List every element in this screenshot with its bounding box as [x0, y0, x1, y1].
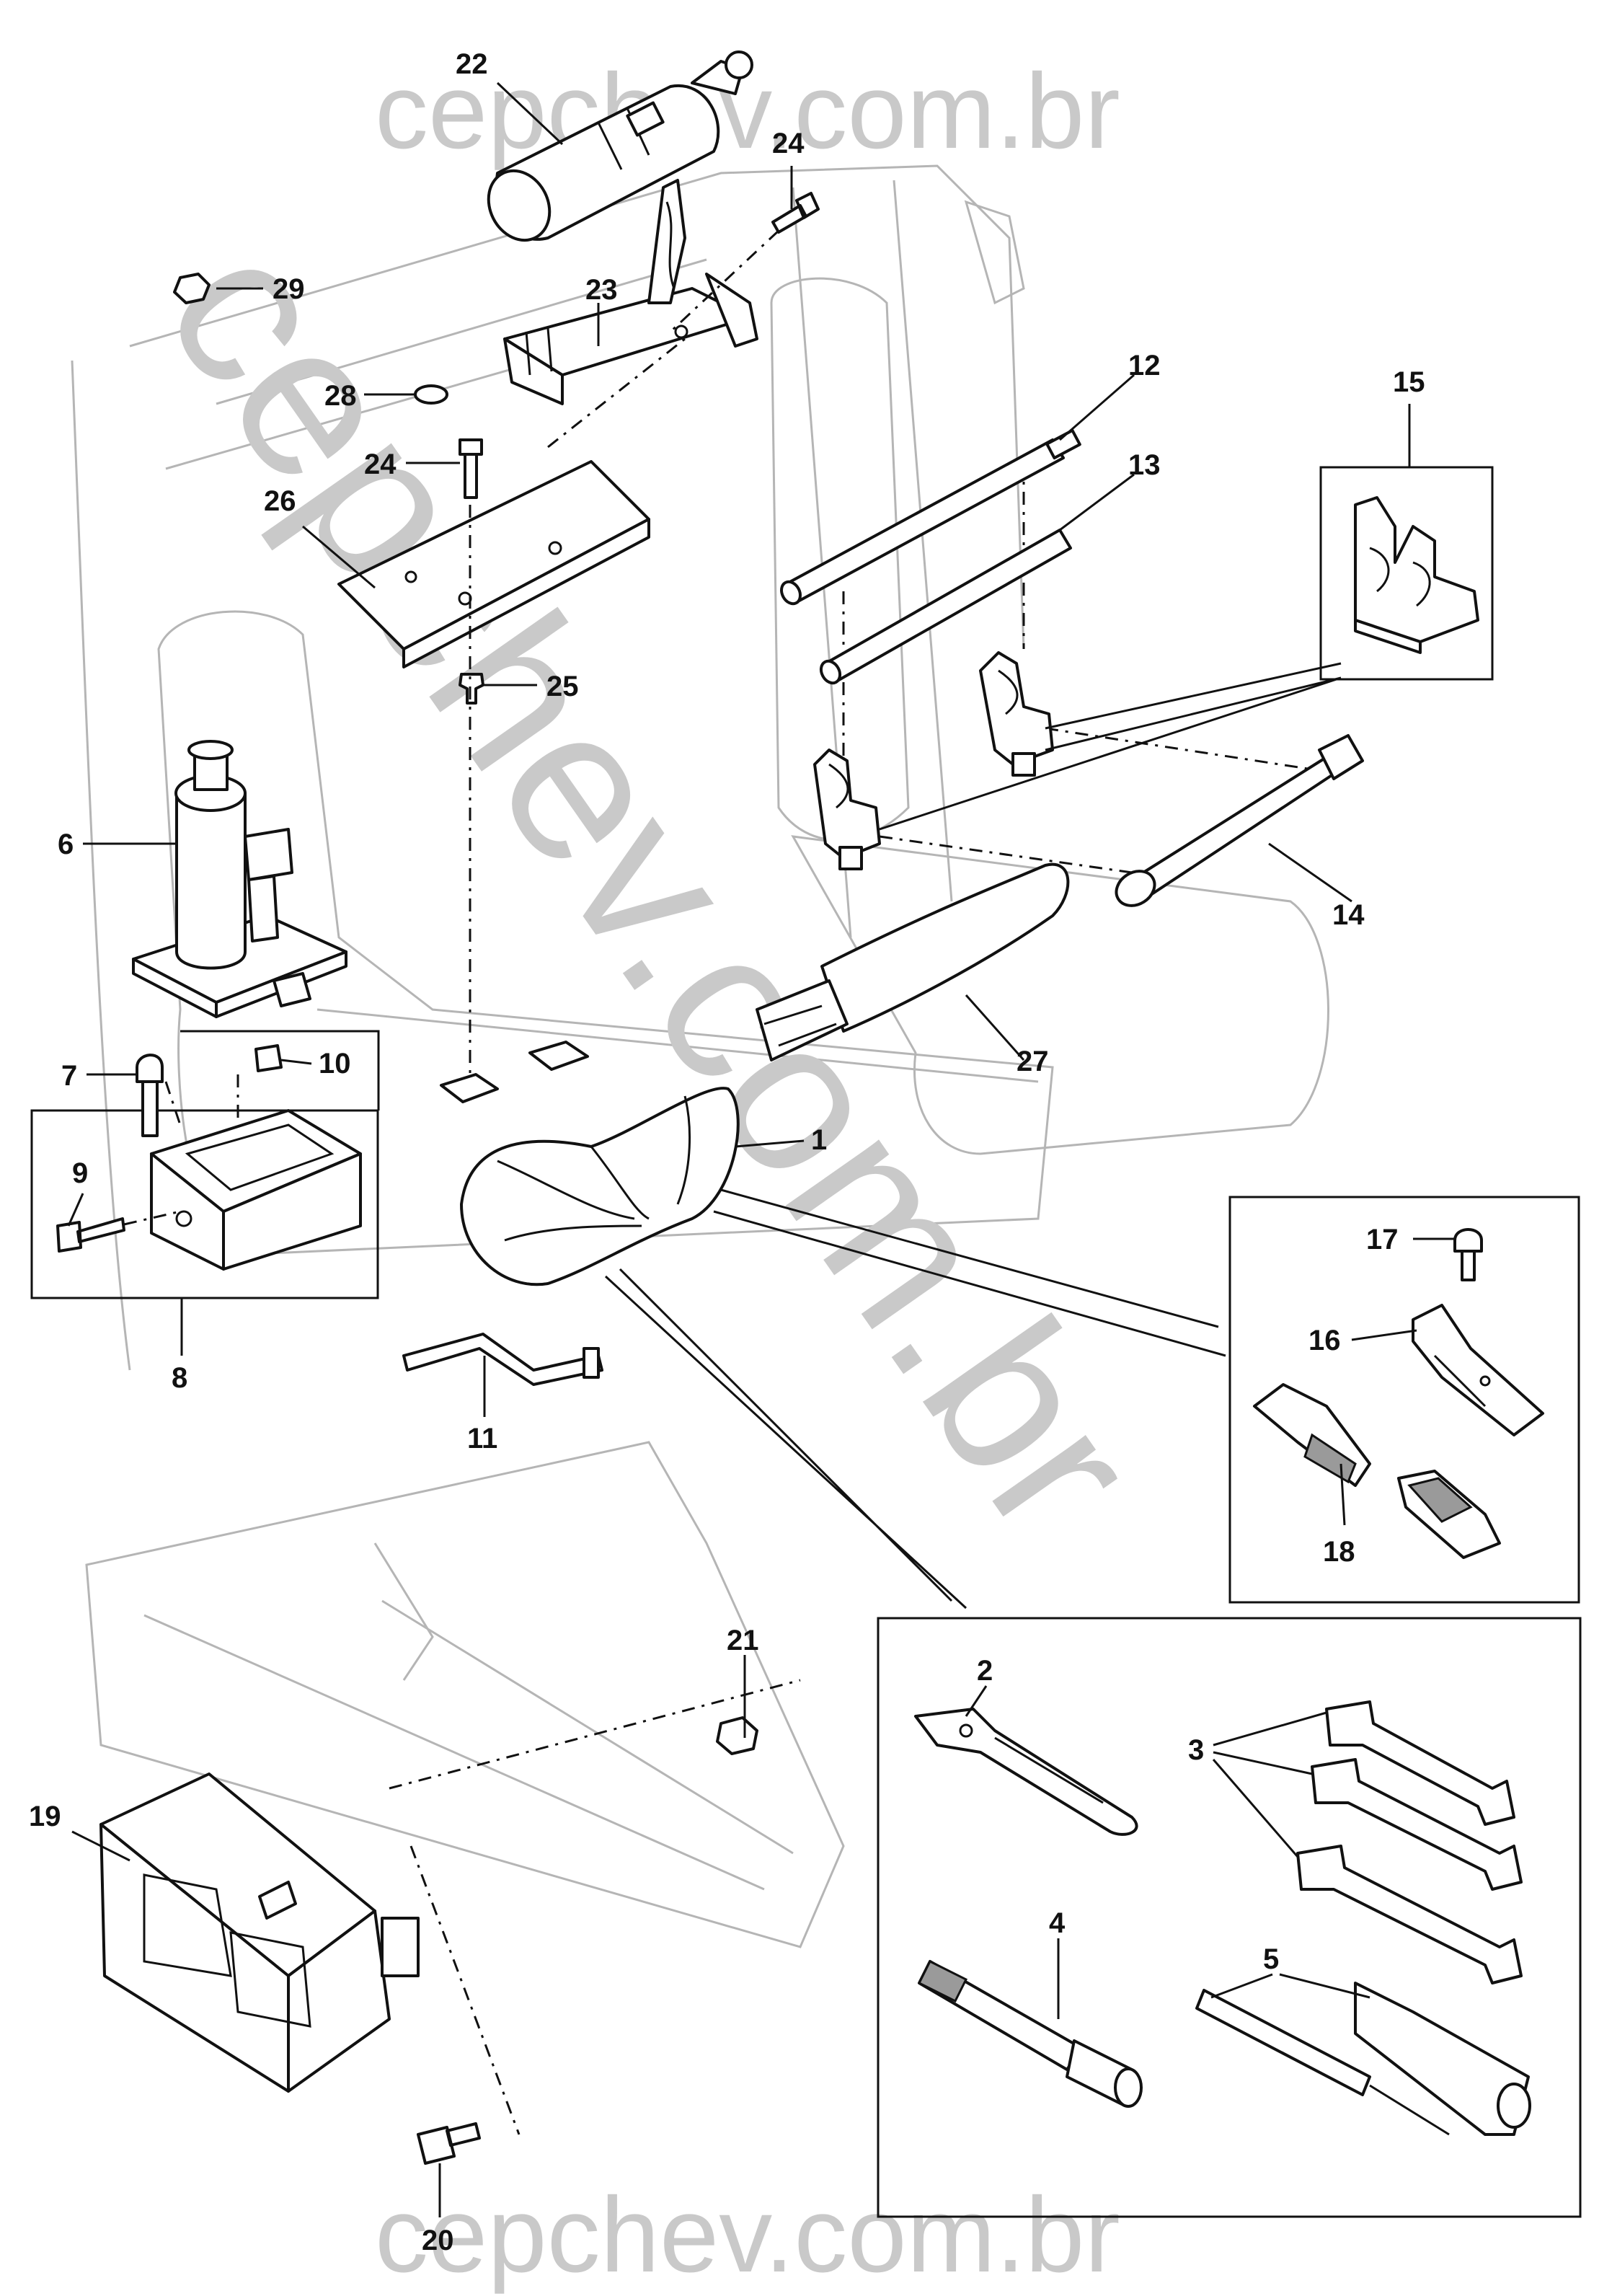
- callout-17: 17: [1366, 1224, 1399, 1255]
- pliers-part: [914, 1708, 1138, 1836]
- callout-4: 4: [1049, 1907, 1066, 1939]
- callout-6: 6: [58, 829, 74, 860]
- bolt-17: [1453, 1228, 1483, 1281]
- callout-1: 1: [811, 1124, 827, 1156]
- callout-24-left: 24: [364, 449, 397, 480]
- callout-25: 25: [546, 671, 579, 702]
- callout-labels: 22 24 29 23 28 24 26 25 12 13 15 14 27 1…: [29, 48, 1425, 2256]
- group-box-15: [1319, 466, 1494, 681]
- nut-29: [173, 273, 211, 304]
- callout-10: 10: [319, 1048, 351, 1079]
- callout-19: 19: [29, 1801, 61, 1832]
- bolt-7: [136, 1054, 164, 1137]
- group-box-8-upper: [180, 1030, 380, 1111]
- rod-13-part: [819, 529, 1072, 685]
- callout-2: 2: [977, 1655, 993, 1687]
- rod-12-part: [780, 428, 1081, 606]
- assembly-line-clip-right: [1045, 727, 1327, 773]
- nut-21: [716, 1716, 758, 1755]
- callout-16: 16: [1308, 1325, 1341, 1356]
- watermark-bottom: cepchev.com.br: [375, 2176, 1120, 2295]
- callout-7: 7: [61, 1060, 77, 1092]
- spanner-2-part: [1311, 1758, 1523, 1891]
- callout-28: 28: [324, 380, 357, 412]
- clip-10: [254, 1044, 283, 1072]
- callout-3: 3: [1188, 1734, 1204, 1766]
- mounting-plate-part: [337, 460, 650, 668]
- screwdriver-part: [1195, 1982, 1531, 2136]
- bolt-24-upper: [771, 192, 820, 234]
- detail-lines-tools: [604, 1268, 967, 1610]
- floor-pad-right: [528, 1041, 589, 1071]
- strap-bracket-part: [1412, 1304, 1544, 1436]
- wing-bolt-9: [56, 1217, 125, 1253]
- callout-23: 23: [585, 274, 618, 306]
- assembly-line-holder: [164, 1074, 239, 1126]
- detail-lines-16: [713, 1188, 1226, 1357]
- rod-clip-enlarged: [1354, 496, 1479, 654]
- callout-21: 21: [727, 1625, 759, 1656]
- callout-9: 9: [72, 1157, 88, 1189]
- group-box-tools: [877, 1617, 1582, 2218]
- callout-5: 5: [1263, 1943, 1279, 1975]
- spanner-3-part: [1296, 1845, 1523, 1984]
- assembly-line-clip-left: [879, 835, 1133, 874]
- callout-13: 13: [1128, 449, 1161, 481]
- extinguisher-bracket-part: [503, 179, 758, 405]
- rod-clip-right: [979, 651, 1054, 777]
- jack-holder-part: [150, 1109, 362, 1271]
- tool-roll-part: [460, 1087, 740, 1286]
- assembly-line-box: [389, 1679, 801, 1790]
- callout-15: 15: [1393, 366, 1425, 398]
- assembly-line-bolt: [669, 229, 780, 333]
- tool-bag-part: [756, 862, 1070, 1061]
- jack-handle-part: [402, 1333, 603, 1386]
- callout-14: 14: [1332, 899, 1365, 931]
- strap-part: [1253, 1383, 1501, 1559]
- leader-lines: [67, 81, 1455, 2217]
- bottle-jack-part: [132, 740, 347, 1018]
- floor-pad-left: [440, 1073, 499, 1103]
- callout-22: 22: [456, 48, 488, 80]
- callout-12: 12: [1128, 350, 1161, 381]
- bolt-24-lower: [459, 438, 483, 499]
- callout-18: 18: [1323, 1536, 1355, 1568]
- callout-8: 8: [172, 1362, 187, 1394]
- detail-lines-15: [1045, 662, 1342, 751]
- callout-27: 27: [1017, 1046, 1049, 1077]
- assembly-line-wing-bolt: [123, 1210, 181, 1226]
- bolt-20: [417, 2122, 481, 2165]
- lug-wrench-extension-part: [1115, 734, 1364, 907]
- spanner-1-part: [1325, 1700, 1515, 1826]
- callout-24-top: 24: [772, 128, 805, 159]
- group-box-16-18: [1228, 1196, 1580, 1604]
- group-box-8: [30, 1109, 379, 1299]
- callout-20: 20: [422, 2225, 454, 2256]
- storage-box-part: [99, 1772, 420, 2093]
- rod-clip-left: [813, 749, 881, 870]
- callout-26: 26: [264, 485, 296, 517]
- detail-line-15b: [879, 676, 1342, 831]
- callout-29: 29: [273, 273, 305, 305]
- clip-25: [459, 673, 484, 705]
- callout-11: 11: [467, 1423, 497, 1454]
- jack-handle-pin: [583, 1347, 600, 1379]
- background-cab-outline: [71, 164, 1329, 1948]
- fire-extinguisher-part: [487, 50, 753, 242]
- washer-28: [414, 384, 448, 405]
- socket-wrench-part: [917, 1959, 1143, 2108]
- assembly-line-bolt-20: [409, 1845, 521, 2135]
